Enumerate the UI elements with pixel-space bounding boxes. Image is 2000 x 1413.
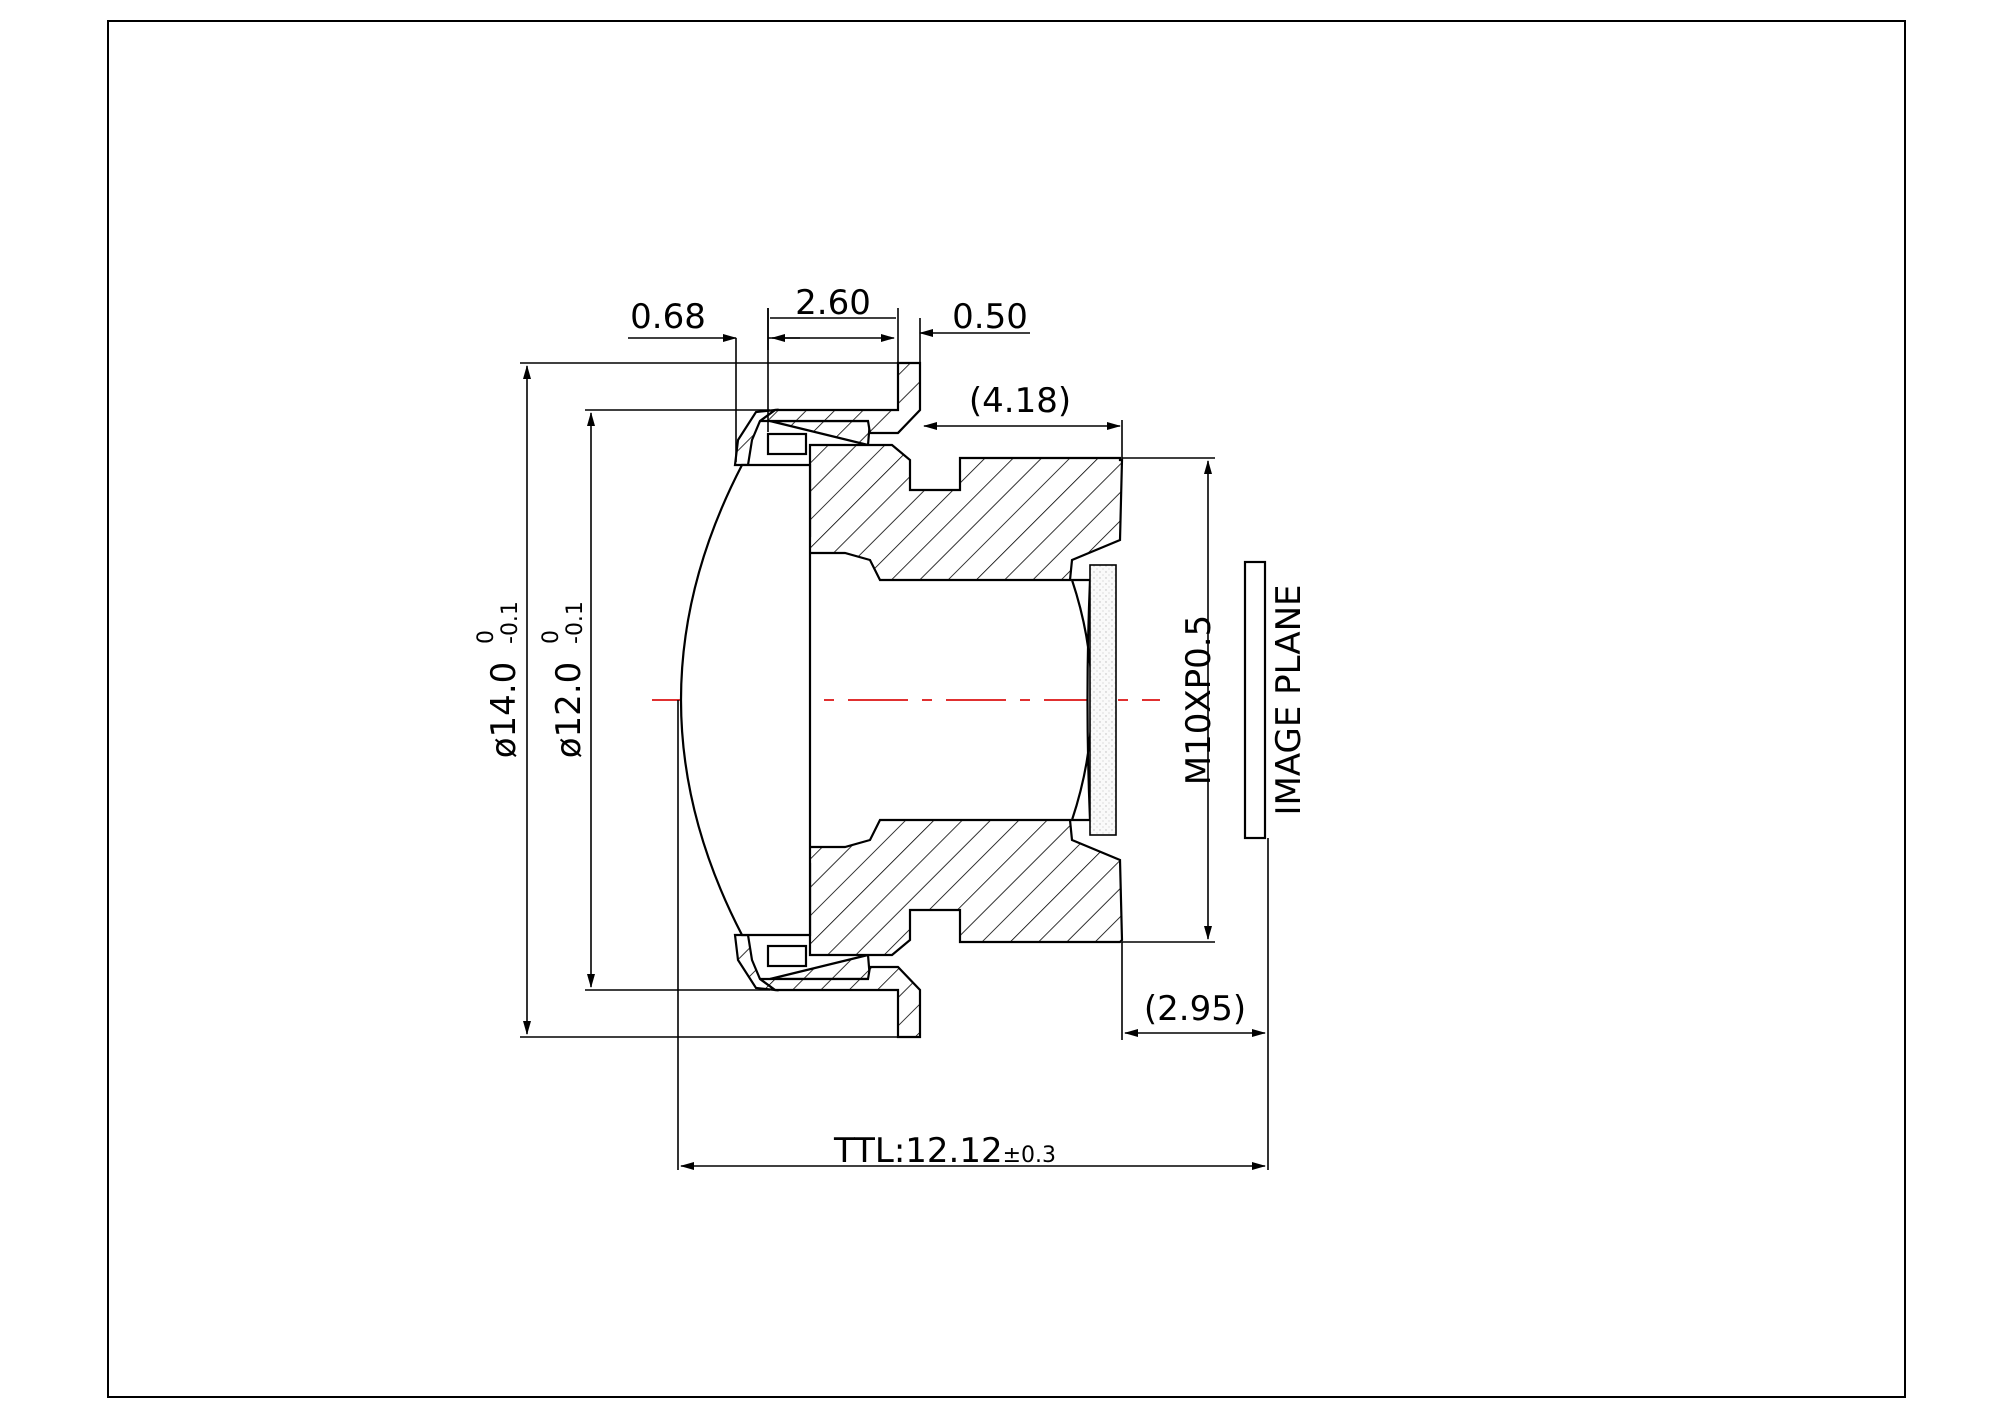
front-lens-element	[680, 463, 812, 937]
flange-upper	[756, 361, 922, 435]
dim-ttl-label: TTL:12.12	[833, 1131, 1003, 1171]
dim-dia14-upper: 0	[474, 630, 499, 644]
image-plane-label: IMAGE PLANE	[1269, 584, 1309, 815]
dim-2.60-text: 2.60	[795, 283, 871, 323]
dim-dia12-label: ø12.0 0 -0.1	[539, 601, 589, 758]
dim-0.68-text: 0.68	[630, 297, 706, 337]
image-plane-sensor	[1243, 560, 1267, 840]
dim-ttl-text: TTL:12.12±0.3	[833, 1131, 1056, 1171]
spacer-lower	[766, 944, 808, 968]
dim-thread-text: M10XP0.5	[1179, 615, 1219, 785]
dim-dia14-text: ø14.0	[484, 662, 524, 759]
dim-0.50-text: 0.50	[952, 297, 1028, 337]
dim-dia12-upper: 0	[539, 630, 564, 644]
dim-4.18-text: (4.18)	[969, 381, 1071, 421]
barrel-lower-section	[769, 818, 1124, 981]
flange-lower	[756, 965, 922, 1039]
dim-2.95-text: (2.95)	[1144, 989, 1246, 1029]
ir-filter	[1089, 564, 1117, 836]
dim-dia14-label: ø14.0 0 -0.1	[474, 601, 524, 758]
spacer-upper	[766, 432, 808, 456]
drawing-frame	[107, 20, 1906, 1398]
dim-dia12-lower: -0.1	[563, 601, 588, 644]
dim-dia14-lower: -0.1	[498, 601, 523, 644]
dim-dia12-text: ø12.0	[549, 662, 589, 759]
barrel-upper-section	[769, 419, 1124, 582]
retainer-lower	[733, 933, 779, 992]
dim-ttl-tolerance: ±0.3	[1003, 1143, 1056, 1168]
